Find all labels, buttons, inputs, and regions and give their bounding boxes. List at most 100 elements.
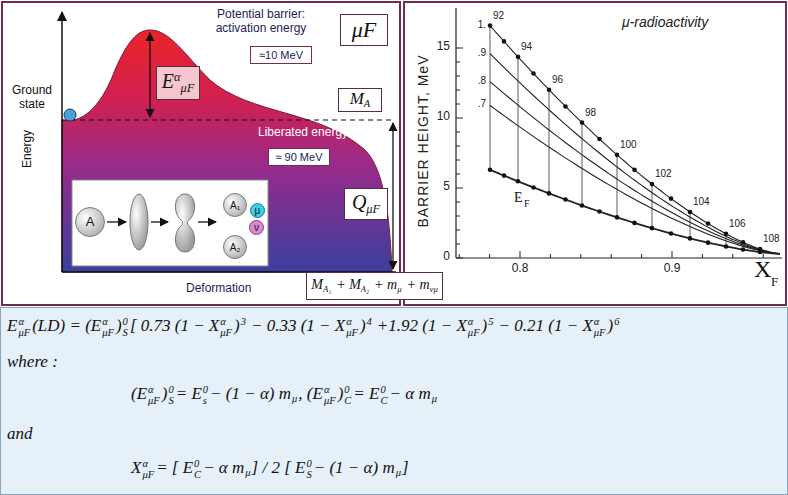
- formula-script: α: [148, 384, 160, 395]
- formula-script: μF: [594, 327, 606, 338]
- z-line: [490, 26, 491, 170]
- formula-script: 0: [123, 316, 128, 327]
- script-stack: 0S: [306, 458, 311, 480]
- formula-script: 0: [168, 384, 173, 395]
- data-point: [669, 231, 674, 236]
- node-text: QμF: [352, 191, 380, 216]
- y-tick: [456, 48, 463, 49]
- barrier-curve: [490, 170, 780, 254]
- fragment-circle: A₁: [223, 193, 247, 217]
- node-text: μF: [352, 17, 376, 42]
- node-text: ≈ 90 MeV: [275, 151, 322, 163]
- node-text: A: [86, 215, 95, 229]
- x-tick: [732, 254, 733, 258]
- data-point: [516, 55, 521, 60]
- formula-text: 6: [614, 316, 619, 327]
- data-point: [688, 210, 693, 215]
- formula-text: ]: [402, 458, 409, 477]
- x-tick: [611, 254, 612, 258]
- q-value-arrow: [392, 123, 393, 269]
- fragment-circle: A₂: [223, 235, 247, 259]
- formula-script: α: [142, 458, 154, 469]
- node-text: ≈10 MeV: [259, 49, 303, 61]
- script-stack: 0S: [123, 316, 128, 338]
- point-label: 100: [620, 139, 637, 151]
- node-text: A₂: [230, 242, 241, 253]
- formula-text: X: [131, 458, 141, 477]
- data-point: [502, 173, 507, 178]
- point-label: 94: [521, 41, 532, 53]
- formula-text: +1.92 (1 − X: [377, 316, 467, 335]
- z-line: [617, 155, 618, 218]
- data-point: [706, 240, 711, 245]
- z-line: [690, 212, 691, 238]
- formula-script: 0: [380, 384, 387, 395]
- x-tick: [550, 254, 551, 258]
- data-point: [632, 168, 637, 173]
- data-point: [547, 87, 552, 92]
- data-point: [563, 104, 568, 109]
- formula-text: μ: [292, 393, 297, 404]
- value-box: ≈10 MeV: [250, 46, 312, 64]
- node-text: ≈10 MeV: [259, 49, 303, 61]
- data-point: [531, 185, 536, 190]
- ground-state-dot: [64, 109, 76, 121]
- formula-script: μF: [220, 327, 232, 338]
- node-text: α: [174, 71, 181, 85]
- data-point: [724, 232, 729, 237]
- node-text: μ: [255, 205, 261, 216]
- script-stack: 0s: [203, 384, 208, 406]
- neutrino-circle: ν: [249, 220, 264, 235]
- y-minor-tick: [456, 174, 460, 175]
- barrier-arrow: [149, 33, 150, 117]
- formula-script: μF: [346, 327, 358, 338]
- formula-script: α: [324, 384, 336, 395]
- data-point: [488, 23, 493, 28]
- data-point: [688, 236, 693, 241]
- data-point: [741, 240, 746, 245]
- node-text: νμ: [430, 284, 438, 294]
- tick-label: 15: [420, 40, 450, 54]
- inset-arrow: [151, 221, 168, 222]
- annotation-text: Deformation: [186, 282, 251, 296]
- data-point: [502, 39, 507, 44]
- data-point: [706, 221, 711, 226]
- q-value-box: QμF: [344, 188, 388, 220]
- formula-text: 5: [488, 316, 493, 327]
- script-stack: αμF: [468, 316, 480, 338]
- right-panel: [404, 2, 786, 305]
- axis-title: X: [754, 256, 771, 284]
- point-label: 106: [729, 218, 746, 230]
- formula-script: μF: [324, 395, 336, 406]
- script-stack: αμF: [148, 384, 160, 406]
- barrier-box: EαμF: [156, 66, 200, 100]
- y-minor-tick: [456, 230, 460, 231]
- node-text: ≈ 90 MeV: [275, 151, 322, 163]
- formula-line: (EαμF)0S= E0s− (1 − α) mμ, (EαμF)0C= E0C…: [130, 384, 437, 406]
- barrier-curve: [490, 26, 780, 254]
- formula-text: ] / 2 [ E: [252, 458, 306, 477]
- formula-script: μF: [142, 469, 154, 480]
- data-point: [615, 153, 620, 158]
- z-line: [518, 57, 519, 181]
- x-tick: [520, 251, 521, 258]
- tick-label: 0: [420, 250, 450, 264]
- script-stack: 0S: [168, 384, 173, 406]
- z-line: [652, 184, 653, 228]
- axis-title: μ-radioactivity: [622, 14, 708, 30]
- formula-text: − (1 − α) m: [314, 458, 395, 477]
- x-tick: [459, 254, 460, 258]
- z-line: [549, 90, 550, 194]
- y-axis: [455, 8, 456, 258]
- formula-line: where :: [6, 352, 58, 372]
- data-point: [580, 203, 585, 208]
- data-point: [563, 197, 568, 202]
- formula-line: XαμF= [ E0C− α mμ] / 2 [ E0S− (1 − α) mμ…: [130, 458, 409, 480]
- y-minor-tick: [456, 202, 460, 203]
- node-text: + m: [407, 277, 430, 292]
- formula-text: where :: [7, 352, 58, 371]
- node-text: A₁: [230, 200, 240, 211]
- formula-script: α: [18, 316, 30, 327]
- formula-text: = [ E: [156, 458, 193, 477]
- formula-text: , (E: [298, 384, 323, 403]
